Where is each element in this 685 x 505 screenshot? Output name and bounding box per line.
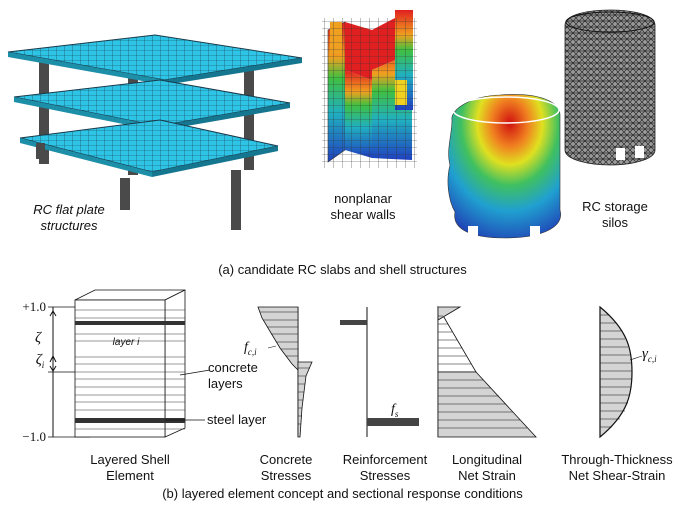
silos-label: RC storage silos bbox=[570, 199, 660, 231]
concrete-label-line2: Stresses bbox=[260, 468, 312, 483]
concrete-hatch bbox=[260, 311, 310, 425]
silos-label-line1: RC storage bbox=[582, 199, 648, 214]
zeta-symbol: ζ bbox=[34, 330, 42, 346]
column bbox=[231, 170, 241, 230]
shell-label-line1: Layered Shell bbox=[90, 452, 170, 467]
shear-hatch bbox=[600, 314, 632, 428]
silo-rim bbox=[452, 96, 560, 124]
slab-top-edge bbox=[8, 52, 165, 85]
concrete-layers-label: concrete layers bbox=[208, 360, 278, 392]
silo-opening bbox=[530, 226, 540, 238]
silo-mesh-shell bbox=[564, 9, 656, 166]
axis-bottom-label: −1.0 bbox=[22, 429, 46, 444]
reinforcement-stress-diagram bbox=[340, 307, 419, 437]
slab-middle-edge bbox=[14, 97, 158, 131]
silo-opening bbox=[468, 226, 478, 238]
fc-sub: c,i bbox=[247, 346, 257, 357]
slab-bottom bbox=[19, 119, 279, 173]
strain-hatch bbox=[438, 315, 527, 429]
concrete-tension-area bbox=[297, 361, 313, 438]
fc-symbol: fc,i bbox=[244, 340, 274, 360]
layered-shell-element bbox=[74, 289, 211, 438]
column bbox=[244, 70, 254, 170]
concrete-stress-diagram bbox=[257, 306, 313, 438]
concrete-layers-line2: layers bbox=[208, 376, 243, 391]
strain-label-line1: Longitudinal bbox=[451, 452, 523, 467]
caption-b: (b) layered element concept and sectiona… bbox=[162, 486, 523, 501]
silo-deformed bbox=[447, 94, 561, 239]
silos-label-line2: silos bbox=[601, 215, 628, 230]
silo-mesh-model bbox=[564, 9, 656, 166]
shell-label-line2: Element bbox=[106, 468, 154, 483]
concrete-compression-area bbox=[257, 306, 299, 371]
zeta-i-sub: i bbox=[41, 360, 45, 370]
shear-strain-label: Through-Thickness Net Shear-Strain bbox=[553, 452, 681, 484]
bottom-steel-stress-bar bbox=[367, 418, 419, 426]
zeta-arrow bbox=[49, 310, 57, 340]
slab-bottom-side bbox=[152, 146, 278, 177]
gamma-leader bbox=[629, 355, 643, 361]
shear-label-line2: Net Shear-Strain bbox=[568, 468, 666, 483]
shell-element-label: Layered Shell Element bbox=[75, 452, 185, 484]
fs-base: f bbox=[391, 402, 395, 417]
slab-top bbox=[7, 34, 303, 81]
shear-walls-label-line1: nonplanar bbox=[334, 191, 392, 206]
steel-layer-bottom bbox=[75, 418, 185, 423]
shear-strain-diagram bbox=[599, 305, 643, 439]
concrete-stresses-label: Concrete Stresses bbox=[246, 452, 326, 484]
slab-bottom-edge bbox=[20, 138, 152, 177]
column bbox=[39, 56, 49, 164]
flat-plate-label: RC flat plate structures bbox=[14, 202, 124, 234]
column bbox=[36, 143, 45, 159]
fs-sub: s bbox=[394, 408, 399, 419]
shear-wall-model bbox=[322, 10, 417, 168]
zeta-i-arrow bbox=[49, 354, 57, 372]
layer-i-label: layer i bbox=[112, 337, 140, 348]
steel-layer-label: steel layer bbox=[207, 412, 267, 427]
flat-plate-structure bbox=[7, 34, 303, 230]
zeta-i-base: ζ bbox=[35, 352, 42, 368]
strain-top-wedge bbox=[437, 306, 462, 321]
fc-base: f bbox=[244, 340, 248, 355]
gamma-base: γ bbox=[642, 346, 648, 362]
slab-top-side bbox=[165, 58, 302, 85]
gamma-symbol: γc,i bbox=[642, 346, 672, 367]
silo-shell bbox=[447, 94, 561, 239]
concrete-layers-line1: concrete bbox=[208, 360, 258, 375]
shear-walls-label-line2: shear walls bbox=[330, 207, 396, 222]
strain-diagram bbox=[437, 305, 537, 438]
strain-lower-area bbox=[437, 371, 537, 438]
reinforcement-stresses-label: Reinforcement Stresses bbox=[330, 452, 440, 484]
silo-mesh-opening bbox=[616, 148, 625, 160]
strain-label-line2: Net Strain bbox=[458, 468, 516, 483]
flat-plate-label-line2: structures bbox=[40, 218, 98, 233]
shell-layer-lines bbox=[75, 309, 185, 430]
shell-side-face bbox=[164, 289, 186, 438]
reinforcement-label-line1: Reinforcement bbox=[342, 452, 428, 467]
reinforcement-label-line2: Stresses bbox=[359, 468, 411, 483]
shear-label-line1: Through-Thickness bbox=[561, 452, 673, 467]
zeta-i-symbol: ζi bbox=[30, 352, 50, 373]
fs-symbol: fs bbox=[391, 402, 415, 422]
shear-walls-label: nonplanar shear walls bbox=[313, 191, 413, 223]
wall-mesh bbox=[322, 18, 417, 168]
silo-mesh-rim bbox=[565, 11, 655, 33]
shear-parabola bbox=[599, 305, 633, 439]
flat-plate-label-line1: RC flat plate bbox=[33, 202, 105, 217]
column bbox=[120, 178, 130, 210]
caption-a: (a) candidate RC slabs and shell structu… bbox=[218, 262, 467, 277]
fc-leader bbox=[267, 345, 277, 349]
axis-top-label: +1.0 bbox=[22, 299, 46, 314]
slab-middle-side bbox=[158, 103, 290, 131]
silo-mesh-opening bbox=[635, 146, 644, 158]
gamma-sub: c,i bbox=[647, 354, 657, 364]
strain-label: Longitudinal Net Strain bbox=[437, 452, 537, 484]
steel-layer-top bbox=[75, 321, 185, 325]
shell-front-face bbox=[74, 299, 166, 438]
concrete-label-line1: Concrete bbox=[259, 452, 313, 467]
concrete-leader bbox=[179, 369, 211, 376]
top-steel-stress-bar bbox=[340, 320, 367, 325]
